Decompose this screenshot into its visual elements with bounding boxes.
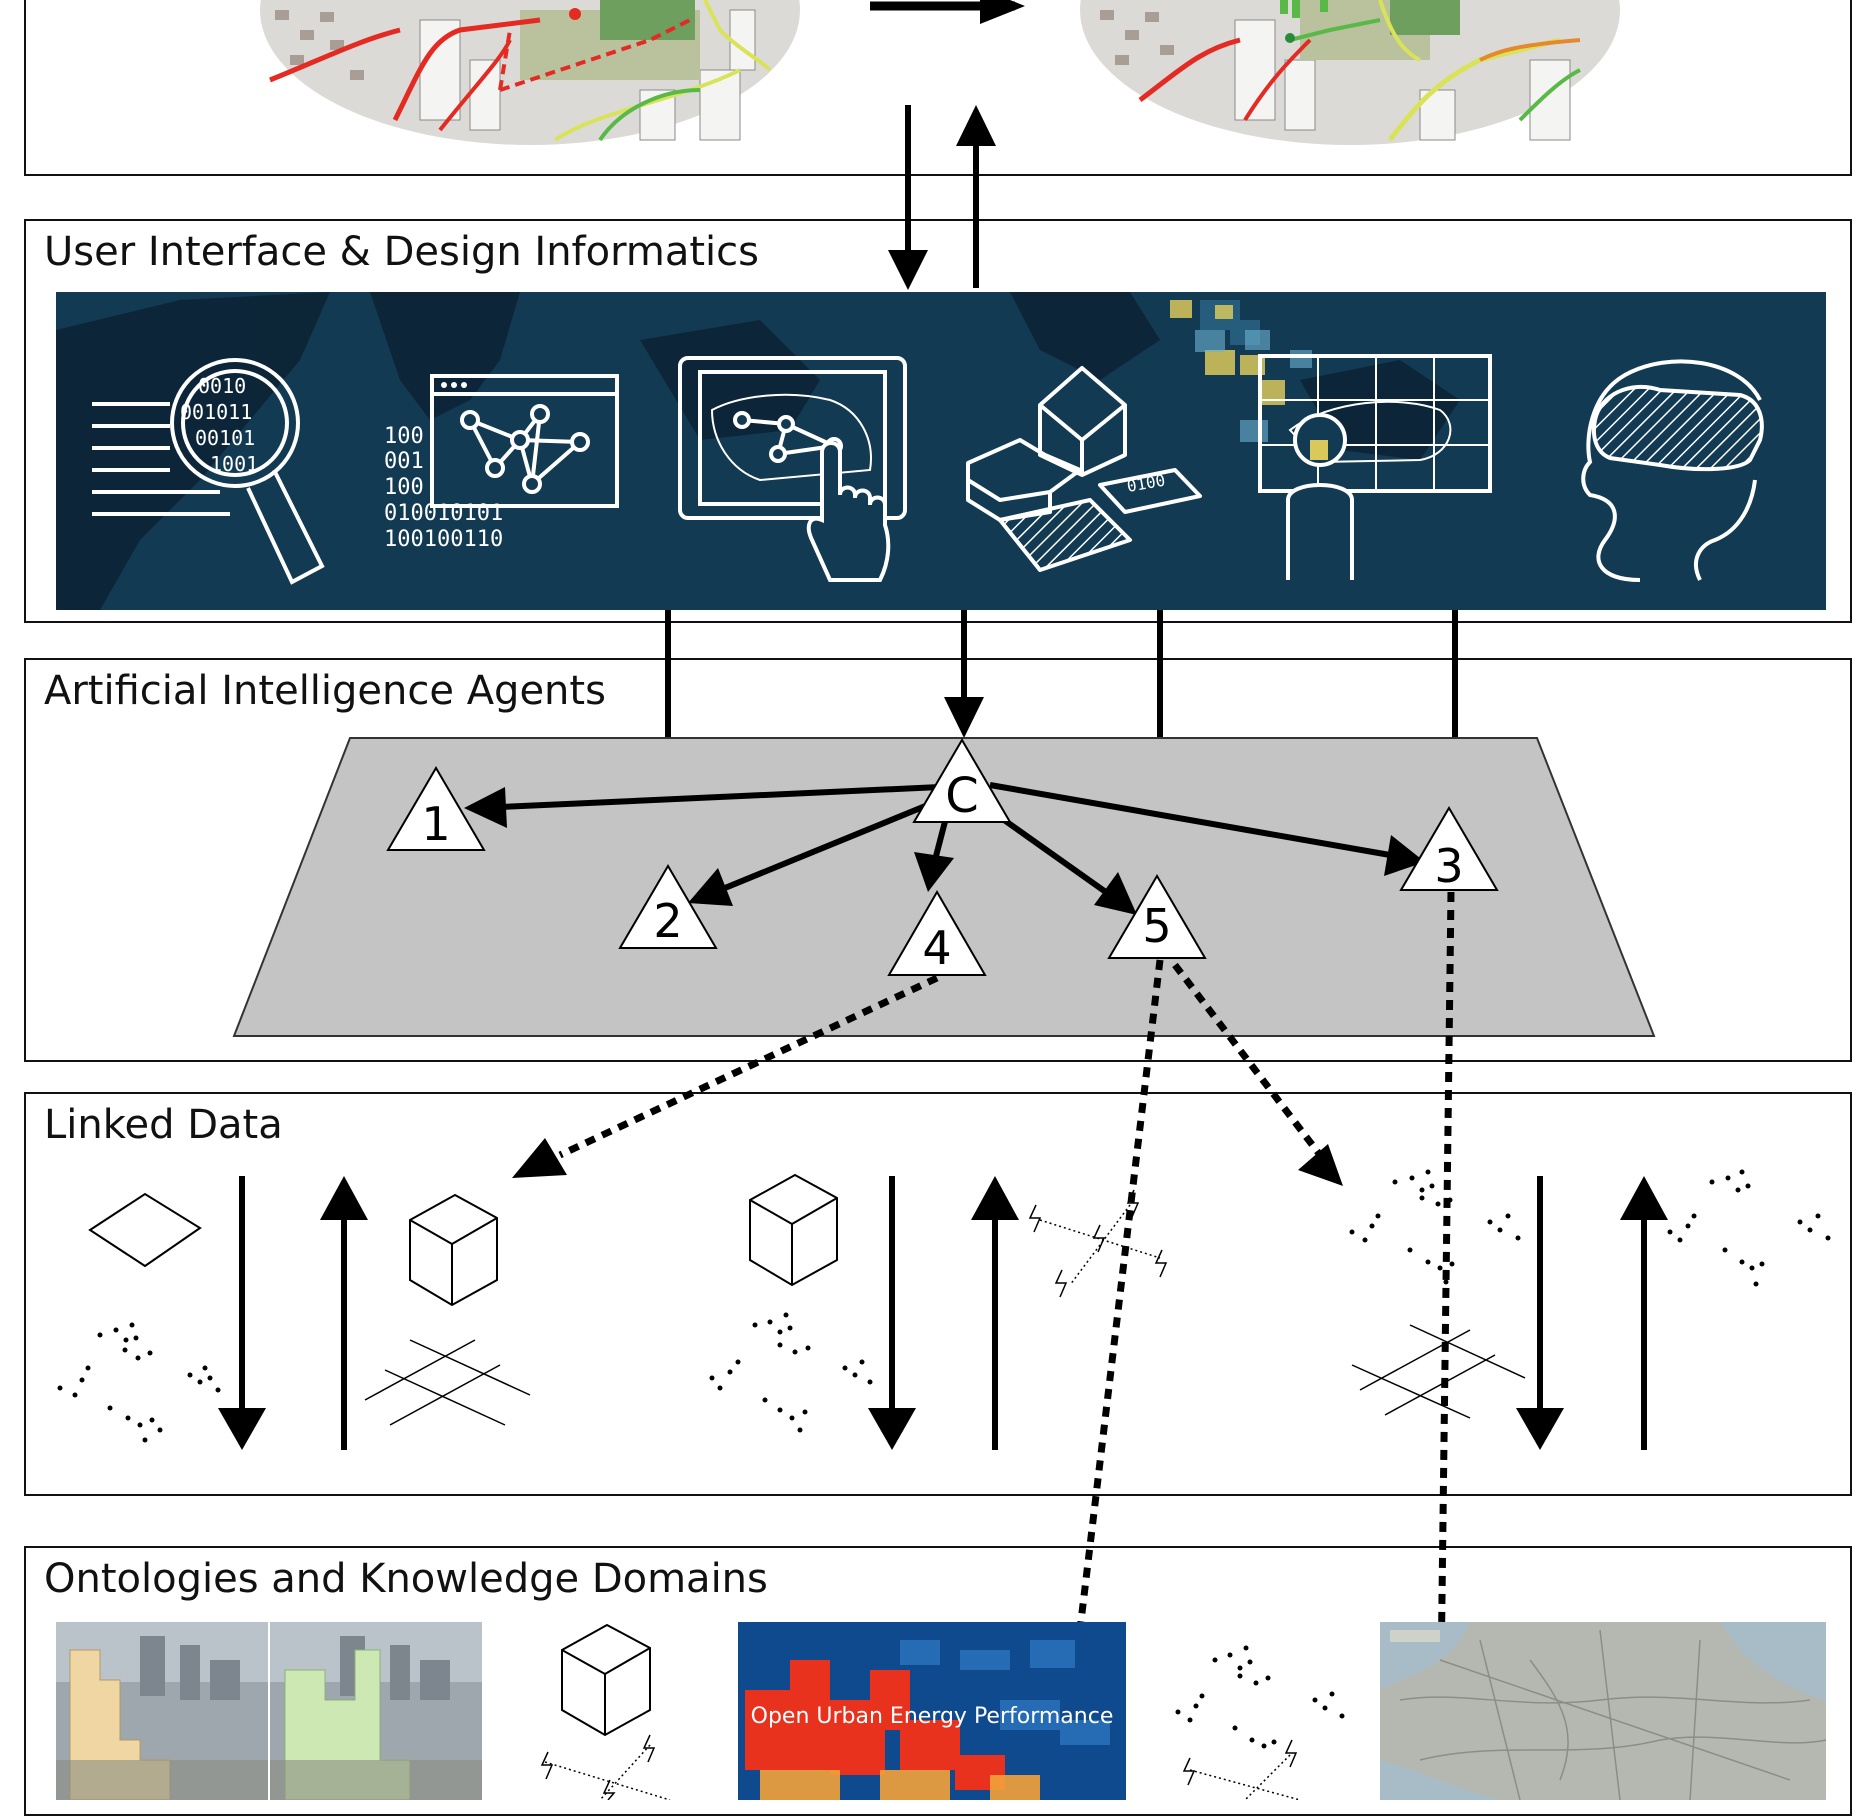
svg-text:001011: 001011 [180,400,252,424]
building-render-images [56,1622,482,1800]
ontology-dot-cluster [1175,1645,1345,1749]
agent-3: 3 [1399,806,1499,893]
stack-binary: 100 001 100 010010101 100100110 [384,424,503,552]
svg-text:5: 5 [1142,899,1171,953]
svg-text:3: 3 [1434,839,1463,893]
ontology-energy-icon [540,1734,671,1800]
linked-dot-cluster-1 [57,1322,221,1443]
linked-group-1 [88,1192,531,1426]
energy-performance-poster: Open Urban Energy Performance [738,1622,1126,1800]
linked-dot-cluster-2 [709,1312,873,1433]
user-map-icon [1258,354,1492,580]
top-horizontal-arrow [870,0,1025,24]
agents-panel-title: Artificial Intelligence Agents [44,668,606,714]
linked-arrows-1 [218,1176,368,1450]
search-data-icon [92,358,325,585]
network-graph-icon [430,374,619,508]
coordinator-arrowheads [464,787,1425,915]
svg-text:4: 4 [922,921,951,975]
svg-text:100: 100 [384,424,424,449]
linked-group-2 [749,1173,838,1287]
urban-map-after [1080,0,1620,145]
svg-text:100: 100 [384,475,424,500]
agent-plane [232,737,1656,1037]
svg-text:0010: 0010 [198,374,246,398]
ontology-energy-icon-2 [1182,1739,1301,1800]
agent-2: 2 [618,864,718,949]
linked-arrows-2 [868,1176,1019,1450]
linked-data-panel-title: Linked Data [44,1102,283,1148]
svg-text:2: 2 [653,894,682,948]
ui-feedback-arrows [888,105,996,290]
ontology-cube-icon [561,1623,651,1737]
agent-1: 1 [386,766,486,851]
svg-text:001: 001 [384,449,424,474]
ui-banner [56,292,1826,610]
coordinator-arrows [499,782,1391,898]
magnifier-binary: 0010 001011 00101 1001 [180,374,258,476]
agent-coordinator: C [912,738,1012,824]
agent-4: 4 [887,890,987,976]
svg-text:1: 1 [421,797,450,851]
ui-panel-title: User Interface & Design Informatics [44,229,759,275]
vr-headset-icon [1581,359,1764,582]
city-map-image [1380,1622,1827,1800]
linked-arrows-3 [1516,1176,1668,1450]
touch-map-icon [678,356,907,582]
urban-map-before [260,0,800,145]
svg-text:00101: 00101 [195,426,255,450]
energy-network-icon [1028,1189,1168,1298]
linked-dot-cluster-3 [1349,1169,1521,1285]
building-model-icon [966,366,1202,572]
svg-text:100100110: 100100110 [384,527,503,552]
agent-5: 5 [1107,874,1207,959]
ontologies-panel-title: Ontologies and Knowledge Domains [44,1556,768,1602]
energy-poster-title: Open Urban Energy Performance [751,1704,1114,1729]
svg-text:C: C [945,768,979,824]
svg-text:1001: 1001 [210,452,258,476]
linked-grid-3 [1351,1324,1526,1419]
svg-text:010010101: 010010101 [384,501,503,526]
linked-dot-cluster-4 [1667,1169,1831,1287]
